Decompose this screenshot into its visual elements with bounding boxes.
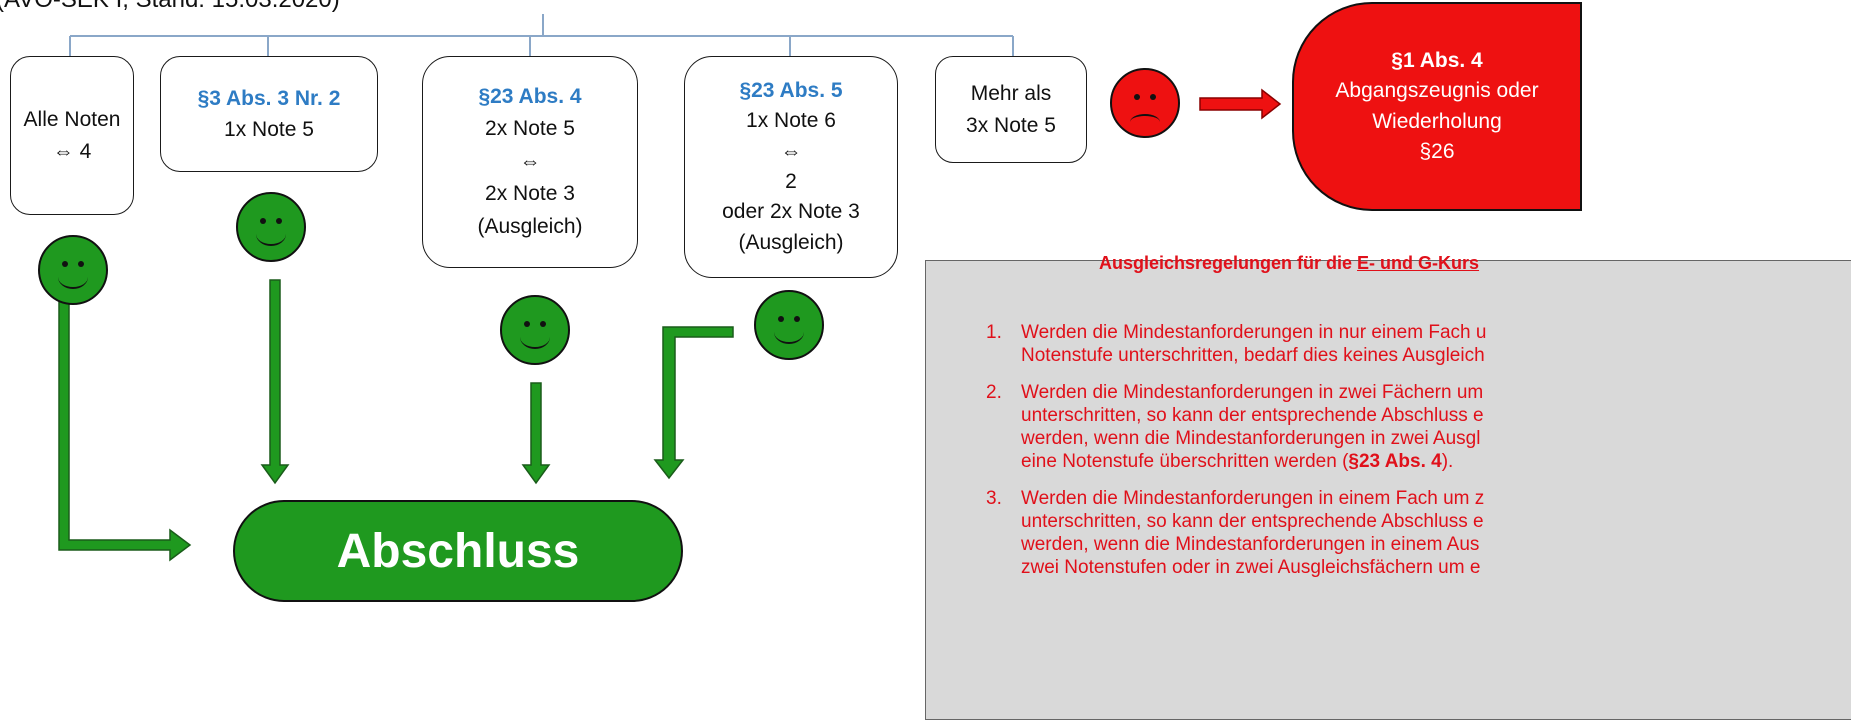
rule-number: 1.: [986, 322, 1002, 343]
caption-text: (AVO-SEK I, Stand: 15.03.2020): [0, 0, 340, 14]
compensation-rules-panel: Ausgleichsregelungen für die E- und G-Ku…: [925, 253, 1851, 720]
outcome-pass-pill: Abschluss: [233, 500, 683, 602]
rule-line: unterschritten, so kann der entsprechend…: [1021, 405, 1484, 426]
box-text: (Ausgleich): [738, 230, 844, 254]
sad-face-icon: [1110, 68, 1180, 138]
condition-box-one-5: §3 Abs. 3 Nr. 2 1x Note 5: [160, 56, 378, 172]
box-ref: §23 Abs. 5: [739, 78, 843, 102]
box-text: 1x Note 6: [746, 109, 836, 133]
arrow-b2-down: [260, 279, 290, 485]
box-text: Alle Noten: [23, 108, 121, 131]
box-text: Mehr als: [970, 82, 1052, 105]
rule-line: zwei Notenstufen oder in zwei Ausgleichs…: [1021, 557, 1481, 578]
rule-text: ).: [1441, 451, 1454, 472]
condition-box-one-6: §23 Abs. 5 1x Note 6 ⇔ 2 oder 2x Note 3 …: [684, 56, 898, 278]
outcome-fail-text: Wiederholung: [1372, 109, 1502, 133]
rule-item: 3. Werden die Mindestanforderungen in ei…: [976, 487, 1486, 579]
box-ref: §3 Abs. 3 Nr. 2: [197, 86, 341, 110]
rule-number: 3.: [986, 488, 1002, 509]
box-text: 2x Note 5: [485, 117, 575, 141]
box-text: ⇔: [519, 149, 541, 173]
rule-line: Notenstufe unterschritten, bedarf dies k…: [1021, 345, 1485, 366]
rule-line: eine Notenstufe überschritten werden (§2…: [1021, 450, 1486, 473]
condition-box-all-4: Alle Noten ⇔ 4: [10, 56, 134, 215]
panel-title: Ausgleichsregelungen für die E- und G-Ku…: [1099, 253, 1479, 274]
rules-list: 1. Werden die Mindestanforderungen in nu…: [976, 321, 1486, 593]
rule-line: werden, wenn die Mindestanforderungen in…: [1021, 534, 1480, 555]
rule-number: 2.: [986, 382, 1002, 403]
happy-face-icon: [500, 295, 570, 365]
box-text: (Ausgleich): [477, 214, 583, 238]
box-text: oder 2x Note 3: [722, 200, 860, 224]
box-text: 2x Note 3: [485, 182, 575, 206]
happy-face-icon: [754, 290, 824, 360]
outcome-fail-ref: §1 Abs. 4: [1391, 48, 1483, 72]
box-text: 3x Note 5: [966, 113, 1056, 137]
box-text: ⇔: [780, 139, 802, 163]
rule-line: werden, wenn die Mindestanforderungen in…: [1021, 428, 1481, 449]
happy-face-icon: [236, 192, 306, 262]
outcome-fail-box: §1 Abs. 4 Abgangszeugnis oder Wiederholu…: [1292, 2, 1582, 211]
box-text: 2: [785, 170, 797, 193]
rule-line: Werden die Mindestanforderungen in nur e…: [1021, 322, 1487, 343]
rule-line: Werden die Mindestanforderungen in einem…: [1021, 488, 1485, 509]
box-ref: §23 Abs. 4: [478, 84, 582, 108]
rule-line: unterschritten, so kann der entsprechend…: [1021, 511, 1484, 532]
tree-connector: [69, 14, 1014, 56]
condition-box-more-than-3: Mehr als 3x Note 5: [935, 56, 1087, 163]
rule-item: 2. Werden die Mindestanforderungen in zw…: [976, 381, 1486, 473]
arrow-b4-l: [653, 326, 734, 480]
rule-item: 1. Werden die Mindestanforderungen in nu…: [976, 321, 1486, 367]
rule-ref: §23 Abs. 4: [1348, 451, 1442, 472]
box-text: ⇔ 4: [52, 139, 92, 163]
green-arrows: [58, 279, 734, 562]
rule-text: eine Notenstufe überschritten werden (: [1021, 451, 1349, 472]
arrow-b3-down: [521, 382, 551, 485]
happy-face-icon: [38, 235, 108, 305]
red-arrow: [1199, 88, 1282, 120]
rule-line: Werden die Mindestanforderungen in zwei …: [1021, 382, 1484, 403]
panel-title-prefix: Ausgleichsregelungen für die: [1099, 253, 1358, 273]
box-text: 1x Note 5: [224, 118, 314, 141]
outcome-fail-text: §26: [1419, 139, 1455, 163]
outcome-fail-text: Abgangszeugnis oder: [1335, 79, 1539, 103]
panel-title-link: E- und G-Kurs: [1357, 253, 1480, 273]
condition-box-two-5: §23 Abs. 4 2x Note 5 ⇔ 2x Note 3 (Ausgle…: [422, 56, 638, 268]
arrow-left-l: [58, 297, 192, 562]
